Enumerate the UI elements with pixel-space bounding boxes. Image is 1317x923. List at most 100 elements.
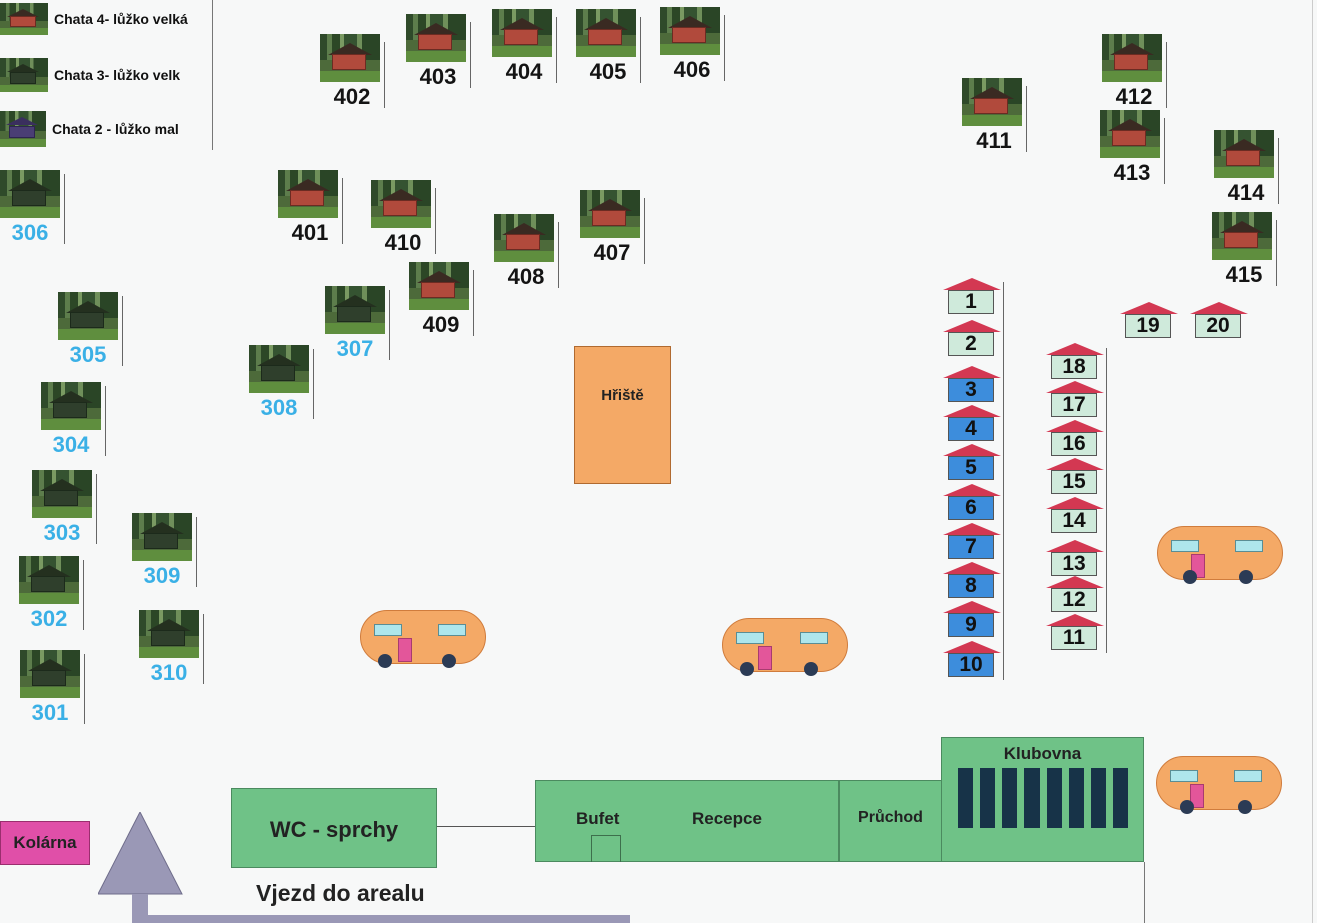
cabin-photo-icon — [41, 382, 101, 430]
house-number-label: 14 — [1051, 509, 1097, 533]
house-2[interactable]: 2 — [943, 320, 1001, 356]
legend-item-chata-2: Chata 2 - lůžko mal — [0, 110, 200, 148]
caravan — [722, 618, 850, 686]
cabin-number-label: 407 — [593, 240, 631, 265]
cabin-photo-icon — [962, 78, 1022, 126]
caravan — [1156, 756, 1284, 824]
legend-item-chata-3: Chata 3- lůžko velk — [0, 56, 202, 94]
house-number-label: 4 — [948, 417, 994, 441]
cabin-photo-icon — [20, 650, 80, 698]
connector-line — [437, 826, 535, 827]
cabin-number-label: 303 — [43, 520, 81, 545]
clubhouse-building[interactable]: Klubovna — [941, 737, 1144, 862]
house-3[interactable]: 3 — [943, 366, 1001, 402]
house-number-label: 12 — [1051, 588, 1097, 612]
caravan — [1157, 526, 1285, 594]
house-7[interactable]: 7 — [943, 523, 1001, 559]
wc-showers-building[interactable]: WC - sprchy — [231, 788, 437, 868]
cabin-number-label: 409 — [422, 312, 460, 337]
cabin-photo-icon — [0, 170, 60, 218]
playground-label: Hřiště — [601, 387, 644, 404]
house-9[interactable]: 9 — [943, 601, 1001, 637]
cabin-number-label: 306 — [11, 220, 49, 245]
entrance-label: Vjezd do arealu — [256, 880, 425, 906]
cabin-number-label: 309 — [143, 563, 181, 588]
house-19[interactable]: 19 — [1120, 302, 1178, 338]
cabin-photo-icon — [1212, 212, 1272, 260]
house-15[interactable]: 15 — [1046, 458, 1104, 494]
playground[interactable]: Hřiště — [574, 346, 671, 484]
cabin-number-label: 410 — [384, 230, 422, 255]
house-11[interactable]: 11 — [1046, 614, 1104, 650]
cabin-photo-icon — [132, 513, 192, 561]
house-17[interactable]: 17 — [1046, 381, 1104, 417]
reception-building[interactable]: Bufet Recepce — [535, 780, 839, 862]
boundary-line — [1144, 862, 1145, 923]
cabin-photo-icon — [1102, 34, 1162, 82]
cabin-photo-icon — [1100, 110, 1160, 158]
house-number-label: 11 — [1051, 626, 1097, 650]
house-20[interactable]: 20 — [1190, 302, 1248, 338]
cabin-red-photo-icon — [0, 3, 48, 35]
cabin-photo-icon — [580, 190, 640, 238]
cabin-photo-icon — [325, 286, 385, 334]
house-6[interactable]: 6 — [943, 484, 1001, 520]
cabin-number-label: 414 — [1227, 180, 1265, 205]
cabin-number-label: 302 — [30, 606, 68, 631]
cabin-number-label: 305 — [69, 342, 107, 367]
cabin-number-label: 413 — [1113, 160, 1151, 185]
passage-building[interactable]: Průchod — [839, 780, 942, 862]
house-14[interactable]: 14 — [1046, 497, 1104, 533]
cabin-photo-icon — [406, 14, 466, 62]
house-5[interactable]: 5 — [943, 444, 1001, 480]
cabin-number-label: 411 — [976, 128, 1012, 153]
house-1[interactable]: 1 — [943, 278, 1001, 314]
cabin-number-label: 310 — [150, 660, 188, 685]
house-16[interactable]: 16 — [1046, 420, 1104, 456]
cabin-number-label: 403 — [419, 64, 457, 89]
legend-label: Chata 3- lůžko velk — [54, 67, 181, 83]
house-number-label: 8 — [948, 574, 994, 598]
pruchod-label: Průchod — [858, 809, 923, 826]
legend-label: Chata 2 - lůžko mal — [52, 121, 179, 137]
kolarna-label: Kolárna — [13, 833, 77, 852]
cabin-number-label: 412 — [1115, 84, 1153, 109]
cabin-purple-photo-icon — [0, 111, 46, 147]
house-8[interactable]: 8 — [943, 562, 1001, 598]
cabin-number-label: 301 — [31, 700, 69, 725]
house-number-label: 1 — [948, 290, 994, 314]
house-4[interactable]: 4 — [943, 405, 1001, 441]
cabin-photo-icon — [139, 610, 199, 658]
cabin-photo-icon — [249, 345, 309, 393]
cabin-photo-icon — [576, 9, 636, 57]
house-number-label: 18 — [1051, 355, 1097, 379]
cabin-number-label: 308 — [260, 395, 298, 420]
cabin-photo-icon — [32, 470, 92, 518]
cabin-photo-icon — [494, 214, 554, 262]
cabin-photo-icon — [1214, 130, 1274, 178]
house-number-label: 19 — [1125, 314, 1171, 338]
cabin-number-label: 401 — [291, 220, 329, 245]
house-number-label: 6 — [948, 496, 994, 520]
cabin-number-label: 406 — [673, 57, 711, 82]
cabin-number-label: 304 — [52, 432, 90, 457]
cabin-photo-icon — [19, 556, 79, 604]
recepce-label: Recepce — [692, 809, 762, 828]
klubovna-label: Klubovna — [1003, 744, 1082, 763]
cabin-photo-icon — [320, 34, 380, 82]
house-13[interactable]: 13 — [1046, 540, 1104, 576]
door — [591, 835, 621, 862]
cabin-green-photo-icon — [0, 58, 48, 92]
house-10[interactable]: 10 — [943, 641, 1001, 677]
house-number-label: 2 — [948, 332, 994, 356]
bike-room[interactable]: Kolárna — [0, 821, 90, 865]
house-12[interactable]: 12 — [1046, 576, 1104, 612]
cabin-photo-icon — [278, 170, 338, 218]
house-number-label: 17 — [1051, 393, 1097, 417]
house-18[interactable]: 18 — [1046, 343, 1104, 379]
house-number-label: 16 — [1051, 432, 1097, 456]
house-number-label: 3 — [948, 378, 994, 402]
cabin-photo-icon — [492, 9, 552, 57]
house-number-label: 5 — [948, 456, 994, 480]
cabin-number-label: 402 — [333, 84, 371, 109]
